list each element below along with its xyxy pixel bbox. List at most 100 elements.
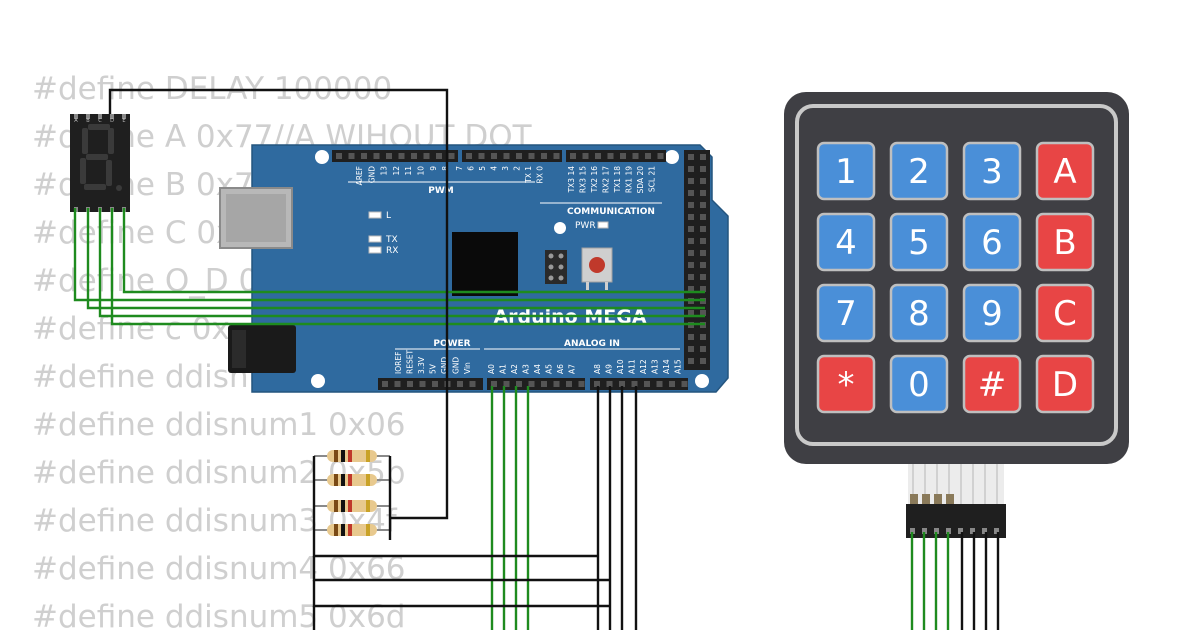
- pin-hole: [700, 238, 706, 244]
- pin-hole: [503, 153, 510, 159]
- led-tx-label: TX: [385, 235, 398, 245]
- keypad-key-1[interactable]: 1: [816, 141, 876, 201]
- pin-label: TX1 18: [613, 166, 622, 194]
- pin-hole: [578, 381, 585, 387]
- pin-hole: [688, 154, 694, 160]
- keypad-key-4[interactable]: 4: [816, 212, 876, 272]
- resistor-band: [348, 500, 352, 512]
- pin-hole: [491, 153, 497, 159]
- pin-hole: [688, 238, 694, 244]
- pin-hole: [469, 381, 476, 387]
- keypad-key-6[interactable]: 6: [962, 212, 1022, 272]
- pin-hole: [700, 178, 706, 184]
- display-pin: [122, 114, 126, 119]
- pin-label: RX1 19: [625, 166, 634, 193]
- keypad-key-label: C: [1053, 294, 1077, 334]
- code-line: #define O_D 0x: [32, 263, 277, 299]
- pin-hole: [582, 153, 589, 159]
- keypad-key-9[interactable]: 9: [962, 283, 1022, 343]
- pin-label: A5: [545, 364, 554, 374]
- resistor-band: [341, 450, 345, 462]
- keypad-key-7[interactable]: 7: [816, 283, 876, 343]
- pin-label: 12: [392, 166, 401, 176]
- wire-display-c: [98, 208, 705, 318]
- resistor-band: [341, 524, 345, 536]
- reset-button[interactable]: [581, 247, 613, 290]
- pin-hole: [466, 153, 472, 159]
- mounting-hole: [311, 374, 325, 388]
- ribbon-contact: [922, 494, 930, 504]
- keypad-key-label: 8: [908, 294, 930, 334]
- wire-display-d: [110, 208, 705, 326]
- keypad-key-0[interactable]: 0: [889, 354, 949, 414]
- resistor-array[interactable]: [314, 450, 390, 536]
- pin-hole: [423, 153, 430, 159]
- keypad-key-2[interactable]: 2: [889, 141, 949, 201]
- keypad-connector: [906, 504, 1006, 538]
- keypad-key-3[interactable]: 3: [962, 141, 1022, 201]
- code-line: #define ddisnum1 0x06: [32, 407, 406, 443]
- pin-hole: [688, 190, 694, 196]
- pin-label: 4: [490, 166, 499, 171]
- pin-label: 11: [404, 166, 413, 176]
- pin-hole: [553, 153, 560, 159]
- pin-label: TX2 16: [590, 166, 599, 194]
- pin-hole: [528, 153, 535, 159]
- display-pin-label: E: [122, 118, 125, 124]
- connector-pin: [934, 528, 939, 534]
- pin-hole: [700, 202, 706, 208]
- keypad-key-label: *: [838, 365, 855, 405]
- keypad-key-#[interactable]: #: [962, 354, 1022, 414]
- pin-label: GND: [367, 166, 376, 183]
- pin-label: RX3 15: [579, 166, 588, 193]
- pin-label: A11: [628, 359, 637, 374]
- keypad-key-8[interactable]: 8: [889, 283, 949, 343]
- keypad-key-label: 6: [981, 223, 1003, 263]
- pin-hole: [348, 153, 355, 159]
- keypad-key-label: 1: [835, 152, 857, 192]
- pin-hole: [688, 178, 694, 184]
- pin-label: 5: [478, 166, 487, 171]
- pin-label: A10: [616, 359, 625, 374]
- pin-hole: [688, 214, 694, 220]
- pin-hole: [503, 381, 510, 387]
- arduino-mega-board[interactable]: L TX RX PWR: [219, 144, 729, 393]
- pin-hole: [570, 153, 576, 159]
- keypad-key-A[interactable]: A: [1035, 141, 1095, 201]
- keypad-key-*[interactable]: *: [816, 354, 876, 414]
- pin-label: A7: [568, 364, 577, 374]
- resistor-band: [348, 474, 352, 486]
- pin-label: RESET: [406, 350, 415, 374]
- pin-hole: [688, 358, 694, 364]
- pin-hole: [386, 153, 392, 159]
- keypad-key-5[interactable]: 5: [889, 212, 949, 272]
- pin-label: A12: [639, 359, 648, 374]
- pin-hole: [688, 262, 694, 268]
- keypad-key-label: #: [978, 365, 1007, 405]
- pin-hole: [407, 381, 413, 387]
- pin-hole: [700, 274, 706, 280]
- pin-hole: [700, 166, 706, 172]
- keypad-connector-pins: [910, 494, 999, 534]
- pin-hole: [411, 153, 417, 159]
- pin-label: 10: [417, 166, 426, 176]
- pin-hole: [700, 262, 706, 268]
- keypad-key-B[interactable]: B: [1035, 212, 1095, 272]
- pin-label: 3: [501, 166, 510, 171]
- keypad-key-D[interactable]: D: [1035, 354, 1095, 414]
- pin-hole: [700, 310, 706, 316]
- pin-hole: [478, 153, 485, 159]
- pin-hole: [657, 153, 664, 159]
- pin-label: 5V: [429, 363, 438, 374]
- pin-label: 9: [429, 166, 438, 171]
- pin-hole: [631, 381, 638, 387]
- led-l-label: L: [386, 211, 391, 221]
- pin-label: 2: [513, 166, 522, 171]
- pin-label: TX3 14: [567, 166, 576, 194]
- keypad-key-C[interactable]: C: [1035, 283, 1095, 343]
- display-pin-label: C: [98, 118, 102, 124]
- wire-display-a: [73, 208, 705, 302]
- pin-hole: [606, 381, 613, 387]
